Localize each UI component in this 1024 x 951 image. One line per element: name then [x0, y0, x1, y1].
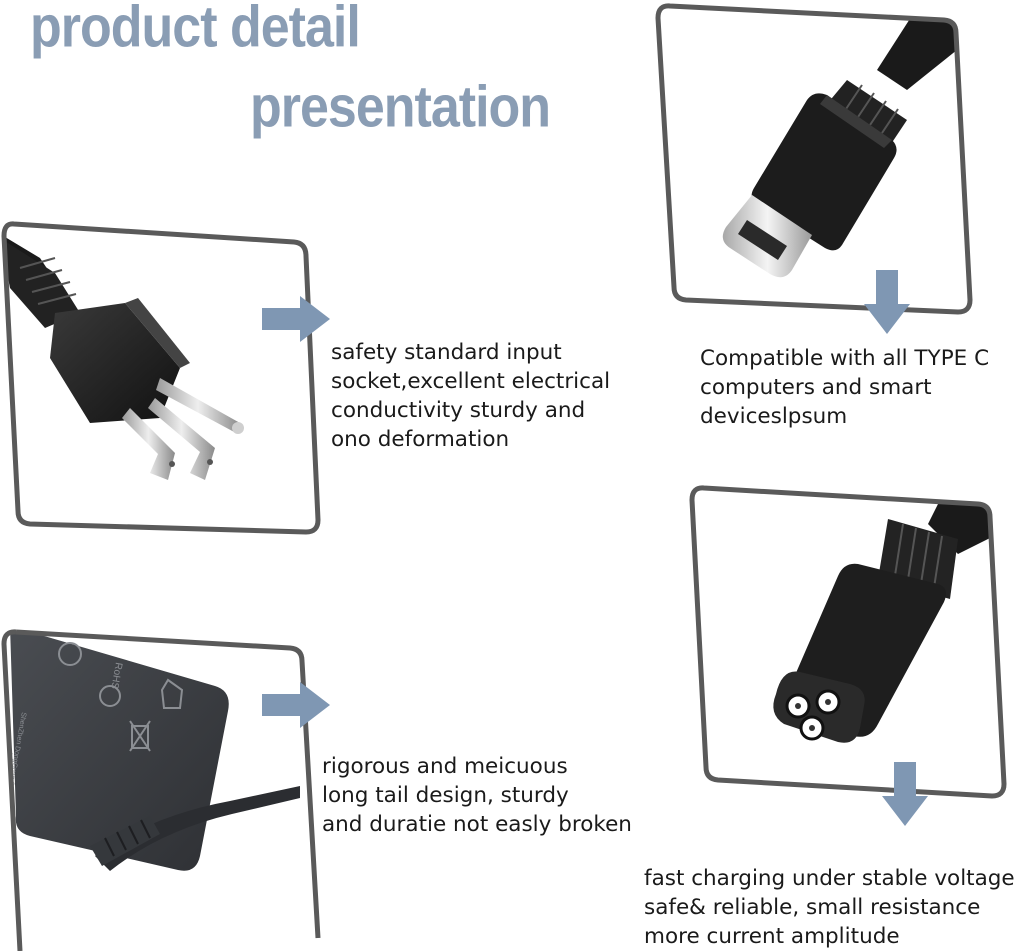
- page-title-line1: product detail: [30, 0, 361, 61]
- caption-line: long tail design, sturdy: [322, 783, 569, 808]
- arrow-down-icon: [864, 270, 910, 334]
- caption-line: Compatible with all TYPE C: [700, 346, 990, 371]
- panel-us-plug: [0, 218, 330, 543]
- caption-line: ono deformation: [331, 427, 510, 452]
- caption-line: rigorous and meicuous: [322, 754, 568, 779]
- clover-connector-image: [689, 485, 1007, 799]
- arrow-right-icon: [262, 296, 330, 342]
- panel-adapter: RoHS ShenZhen DongGuan Sinen Electronics…: [0, 626, 330, 951]
- arrow-right-icon: [262, 682, 330, 728]
- caption-line: conductivity sturdy and: [331, 398, 586, 423]
- feature-caption-c5: fast charging under stable voltage safe&…: [644, 864, 1015, 951]
- type-c-connector-image: [655, 3, 973, 315]
- caption-line: deviceslpsum: [700, 404, 848, 429]
- page-title-line2: presentation: [250, 75, 551, 141]
- feature-caption-type-c: Compatible with all TYPE C computers and…: [700, 344, 989, 431]
- arrow-down-icon: [882, 762, 928, 826]
- caption-line: socket,excellent electrical: [331, 369, 611, 394]
- caption-line: safety standard input: [331, 340, 562, 365]
- caption-line: safe& reliable, small resistance: [644, 895, 981, 920]
- panel-type-c: [652, 0, 982, 320]
- caption-line: more current amplitude: [644, 924, 900, 949]
- feature-caption-adapter: rigorous and meicuous long tail design, …: [322, 752, 632, 839]
- power-adapter-image: RoHS ShenZhen DongGuan Sinen Electronics…: [1, 629, 321, 951]
- feature-caption-plug: safety standard input socket,excellent e…: [331, 338, 610, 454]
- certification-icon: [99, 685, 121, 707]
- rohs-label: RoHS: [108, 661, 124, 690]
- house-icon: [160, 678, 184, 709]
- panel-c5-connector: [688, 484, 1018, 804]
- us-plug-image: [1, 221, 321, 535]
- caption-line: computers and smart: [700, 375, 932, 400]
- caption-line: fast charging under stable voltage: [644, 866, 1015, 891]
- certification-icon: [58, 642, 82, 666]
- caption-line: and duratie not easly broken: [322, 812, 632, 837]
